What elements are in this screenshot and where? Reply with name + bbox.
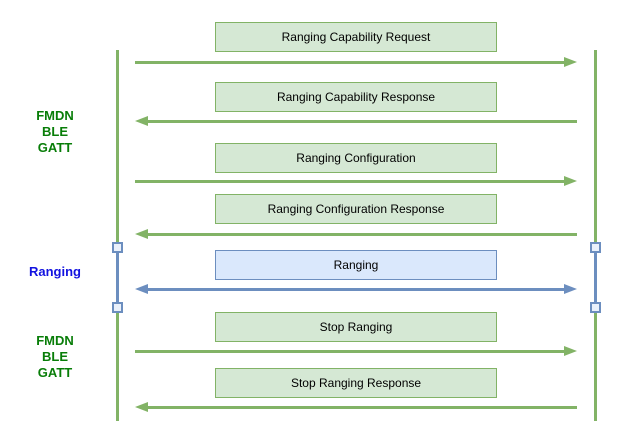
phase-label-gatt-top: FMDN BLE GATT: [36, 108, 74, 155]
arrowhead-left-icon: [135, 284, 148, 294]
arrow-line: [135, 180, 567, 183]
arrow-line: [145, 406, 577, 409]
lifeline-left: [116, 50, 119, 421]
arrow-line: [145, 233, 577, 236]
message-box-ranging: Ranging: [215, 250, 497, 280]
message-box-ranging-configuration: Ranging Configuration: [215, 143, 497, 173]
arrowhead-left-icon: [135, 229, 148, 239]
arrowhead-right-icon: [564, 284, 577, 294]
arrow-line: [135, 350, 567, 353]
arrowhead-left-icon: [135, 402, 148, 412]
arrow-bidirectional-ranging: [135, 284, 577, 295]
arrow-line: [135, 61, 567, 64]
ranging-session-segment-right: [594, 248, 597, 308]
message-box-ranging-capability-request: Ranging Capability Request: [215, 22, 497, 52]
arrow-left-stop-ranging-response: [135, 402, 577, 413]
arrowhead-right-icon: [564, 176, 577, 186]
message-box-stop-ranging: Stop Ranging: [215, 312, 497, 342]
activation-marker: [590, 302, 601, 313]
message-box-ranging-configuration-response: Ranging Configuration Response: [215, 194, 497, 224]
lifeline-right: [594, 50, 597, 421]
arrowhead-right-icon: [564, 57, 577, 67]
phase-label-ranging: Ranging: [29, 264, 81, 279]
phase-label-gatt-bottom: FMDN BLE GATT: [36, 333, 74, 380]
ranging-session-segment-left: [116, 248, 119, 308]
arrowhead-left-icon: [135, 116, 148, 126]
arrow-right-ranging-configuration: [135, 176, 577, 187]
activation-marker: [590, 242, 601, 253]
message-box-stop-ranging-response: Stop Ranging Response: [215, 368, 497, 398]
arrow-left-ranging-configuration-response: [135, 229, 577, 240]
arrow-right-stop-ranging: [135, 346, 577, 357]
arrowhead-right-icon: [564, 346, 577, 356]
arrow-line: [145, 288, 567, 291]
activation-marker: [112, 242, 123, 253]
message-box-ranging-capability-response: Ranging Capability Response: [215, 82, 497, 112]
activation-marker: [112, 302, 123, 313]
arrow-right-ranging-capability-request: [135, 57, 577, 68]
arrow-left-ranging-capability-response: [135, 116, 577, 127]
arrow-line: [145, 120, 577, 123]
